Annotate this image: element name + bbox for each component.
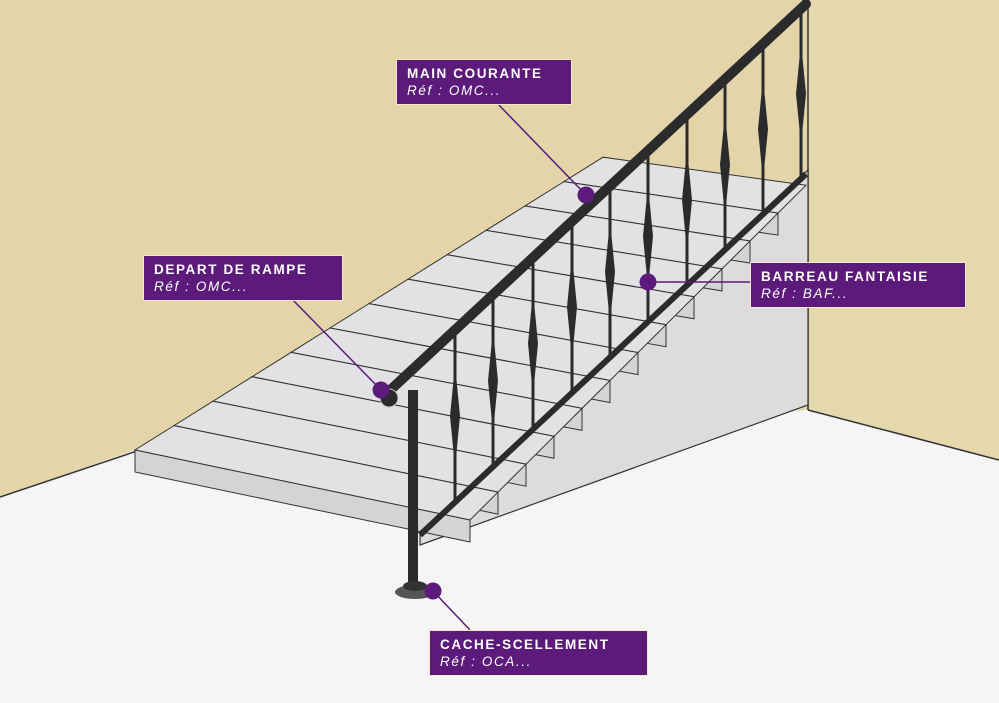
floor-line-left <box>0 449 141 498</box>
baluster-ornament <box>567 255 577 359</box>
leader-line <box>289 296 382 391</box>
base-cap <box>403 581 427 591</box>
label-title: DEPART DE RAMPE <box>154 262 308 277</box>
baluster-ornament <box>643 184 653 288</box>
handrail <box>380 0 811 400</box>
newel-post <box>408 390 418 585</box>
label-cache-scellement: CACHE-SCELLEMENT Réf : OCA... <box>429 630 648 676</box>
railing <box>379 0 811 599</box>
baluster-ornament <box>720 113 730 216</box>
label-title: CACHE-SCELLEMENT <box>440 637 610 652</box>
baluster-ornament <box>758 78 768 181</box>
baluster-ornament <box>488 329 498 433</box>
bottom-rail <box>417 171 809 538</box>
right-wall <box>808 0 999 460</box>
label-ref: Réf : OMC... <box>154 279 249 294</box>
baluster-ornament <box>682 148 692 252</box>
label-main-courante: MAIN COURANTE Réf : OMC... <box>396 59 572 105</box>
leader-line <box>496 102 587 196</box>
callout-dot <box>372 381 390 399</box>
label-barreau-fantaisie: BARREAU FANTAISIE Réf : BAF... <box>750 262 966 308</box>
label-depart-de-rampe: DEPART DE RAMPE Réf : OMC... <box>143 255 343 301</box>
baluster-ornament <box>796 42 806 145</box>
baluster-ornament <box>605 220 615 324</box>
floor-line-right <box>807 409 999 461</box>
label-ref: Réf : OCA... <box>440 654 532 669</box>
baluster-ornament <box>528 291 538 395</box>
callout-dot <box>577 186 595 204</box>
label-ref: Réf : OMC... <box>407 83 502 98</box>
leader-lines <box>289 102 750 631</box>
label-ref: Réf : BAF... <box>761 286 849 301</box>
callout-dot <box>639 273 657 291</box>
leader-line <box>432 590 471 631</box>
baluster-ornament <box>450 364 460 468</box>
label-title: MAIN COURANTE <box>407 66 543 81</box>
callout-dot <box>424 582 442 600</box>
step-riser <box>134 449 471 543</box>
label-title: BARREAU FANTAISIE <box>761 269 929 284</box>
